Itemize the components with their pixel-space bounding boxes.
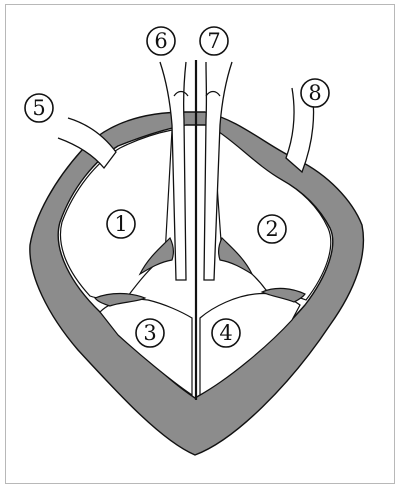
- label-2: 2: [258, 215, 286, 243]
- label-1: 1: [107, 210, 135, 238]
- label-1-text: 1: [114, 212, 127, 236]
- label-7: 7: [200, 27, 228, 55]
- label-3: 3: [136, 319, 164, 347]
- label-6-text: 6: [154, 29, 167, 53]
- label-2-text: 2: [265, 217, 278, 241]
- label-4: 4: [212, 319, 240, 347]
- label-8: 8: [301, 79, 329, 107]
- label-5-text: 5: [32, 96, 45, 120]
- label-4-text: 4: [219, 321, 232, 345]
- label-8-text: 8: [308, 81, 321, 105]
- label-6: 6: [147, 27, 175, 55]
- label-3-text: 3: [143, 321, 156, 345]
- label-7-text: 7: [207, 29, 220, 53]
- label-5: 5: [25, 94, 53, 122]
